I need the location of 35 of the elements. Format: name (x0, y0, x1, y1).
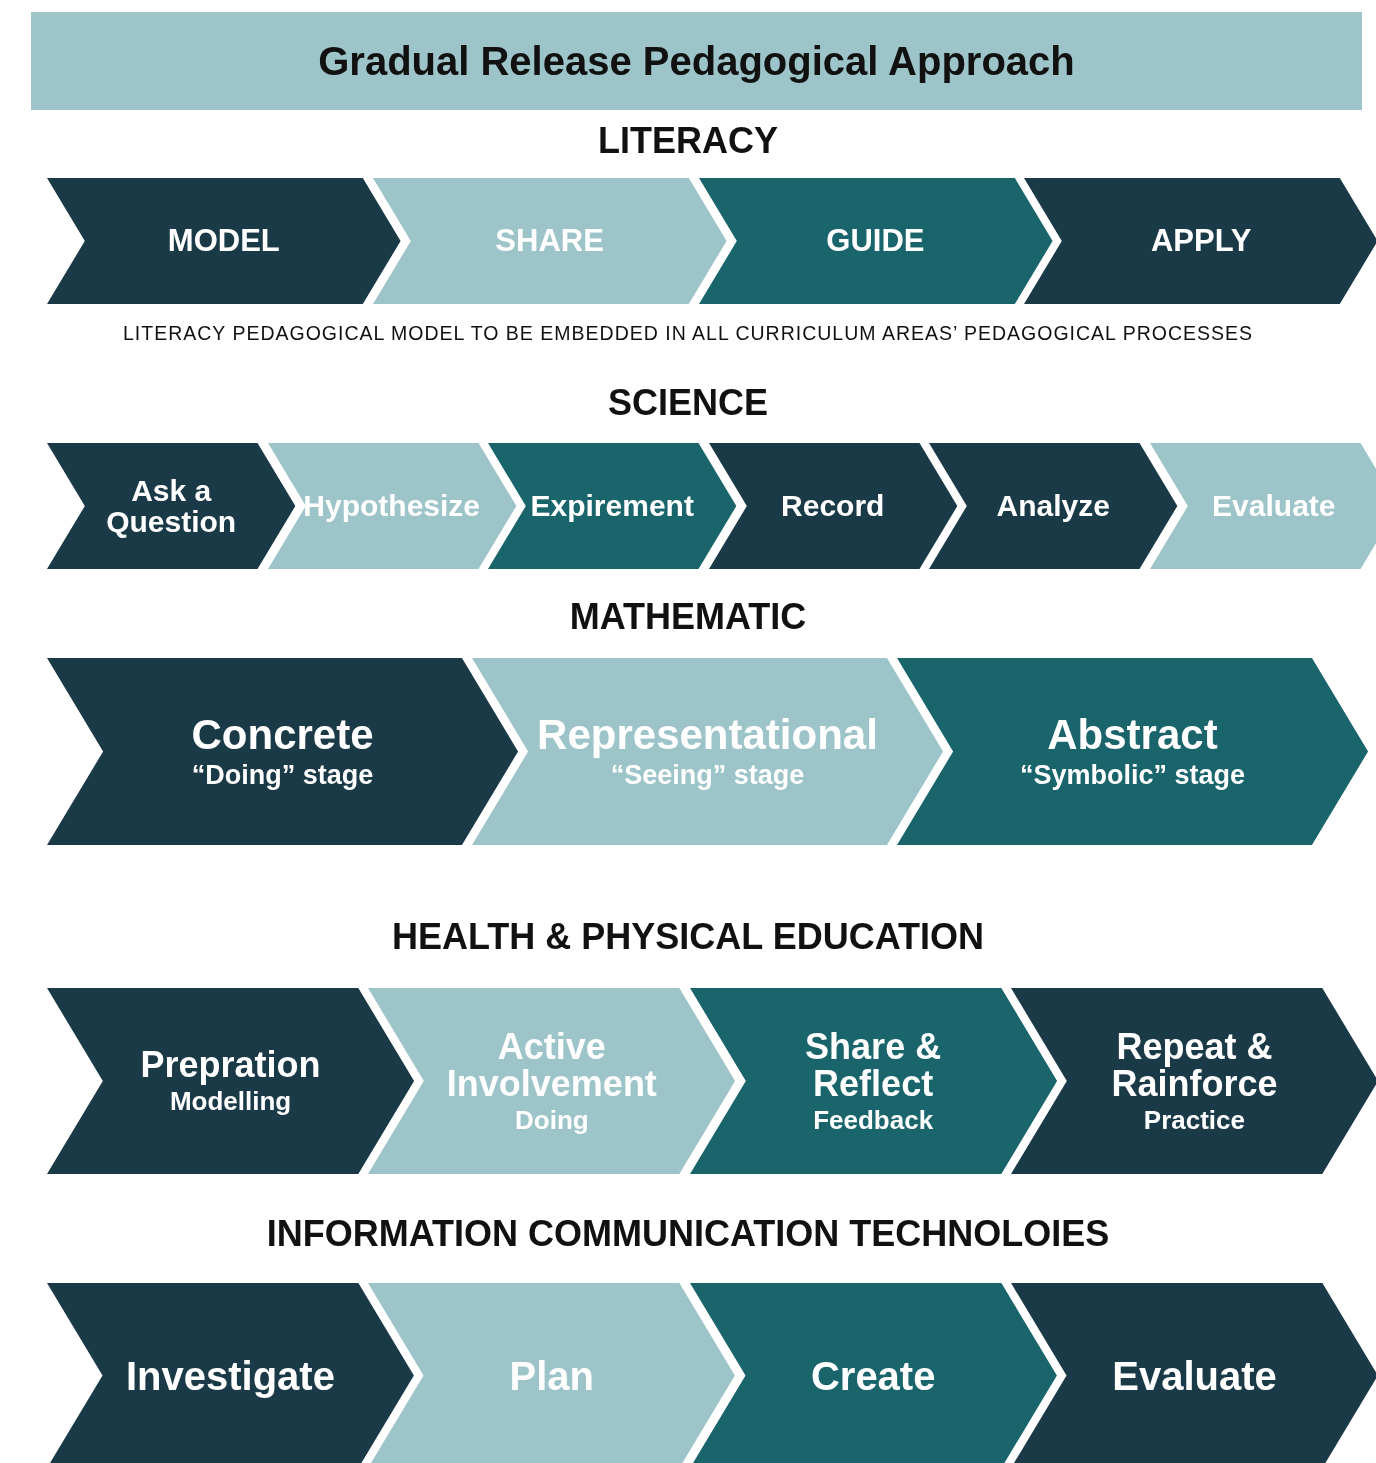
step-subtitle: Modelling (169, 1088, 292, 1116)
step-subtitle: “Seeing” stage (610, 761, 805, 790)
step-label: Evaluate (1212, 490, 1336, 522)
note-text: LITERACY PEDAGOGICAL MODEL TO BE EMBEDDED IN ALL CURRICULUM AREAS’ PEDAGOGICAL PROCESSES (122, 322, 1254, 345)
step-label: Ask a Question (105, 474, 238, 538)
section-heading: INFORMATION COMMUNICATION TECHNOLOIES (266, 1213, 1110, 1255)
step-label: Record (781, 490, 885, 522)
step-label: Representational (537, 713, 878, 758)
step-subtitle: Practice (1143, 1107, 1245, 1135)
section-heading: SCIENCE (608, 382, 768, 424)
step-label: Evaluate (1112, 1354, 1277, 1397)
diagram-title: Gradual Release Pedagogical Approach (318, 38, 1075, 84)
step-label: Analyze (996, 490, 1110, 522)
section-heading: MATHEMATIC (569, 596, 807, 638)
step-subtitle: “Symbolic” stage (1019, 761, 1245, 790)
step-label: Hypothesize (303, 490, 481, 522)
step-label: Repeat & Rainforce (1110, 1027, 1279, 1104)
step-label: Share & Reflect (804, 1027, 943, 1104)
section-heading: HEALTH & PHYSICAL EDUCATION (392, 916, 984, 958)
step-label: MODEL (167, 224, 280, 258)
step-label: Expirement (530, 490, 694, 522)
step-label: Prepration (140, 1046, 321, 1085)
section-heading: LITERACY (598, 120, 778, 162)
step-label: Abstract (1047, 713, 1218, 758)
step-label: Investigate (125, 1354, 335, 1397)
step-label: Plan (509, 1354, 595, 1397)
step-label: Active Involvement (445, 1027, 658, 1104)
step-label: Create (810, 1354, 936, 1397)
step-subtitle: “Doing” stage (191, 761, 374, 790)
step-label: SHARE (495, 224, 604, 258)
step-label: APPLY (1150, 224, 1252, 258)
step-subtitle: Doing (515, 1107, 589, 1135)
step-subtitle: Feedback (813, 1107, 934, 1135)
step-label: GUIDE (826, 224, 925, 258)
step-label: Concrete (191, 713, 374, 758)
